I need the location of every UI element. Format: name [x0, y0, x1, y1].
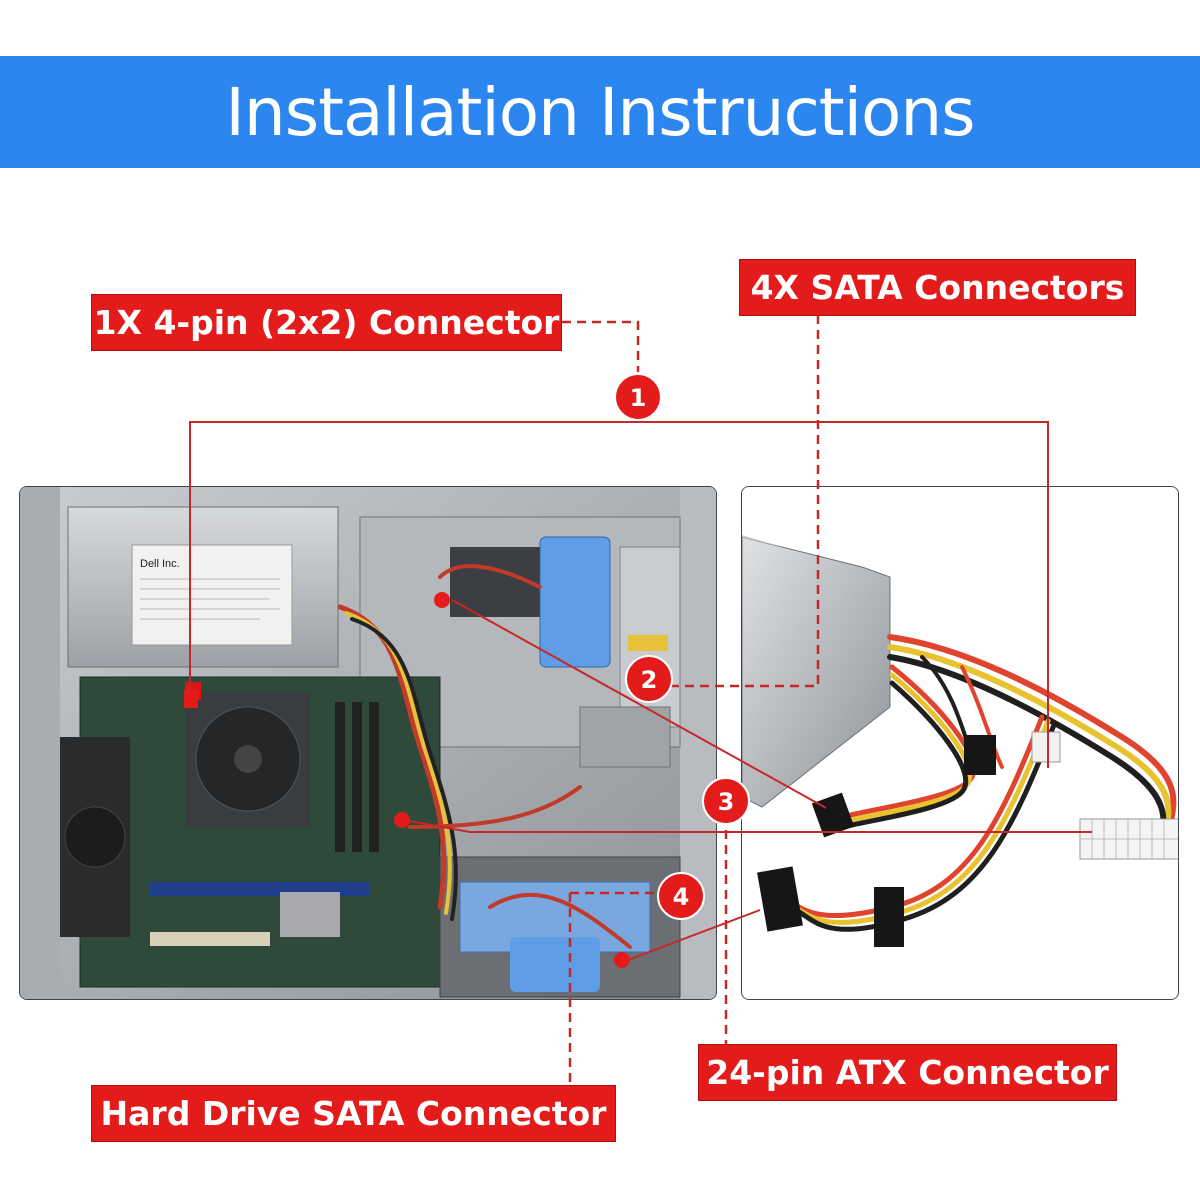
label-atx-connector: 24-pin ATX Connector: [698, 1044, 1117, 1101]
badge-1: 1: [614, 373, 662, 421]
atx-24pin-connector: [1079, 818, 1178, 860]
rear-fan: [60, 737, 130, 937]
motherboard: [79, 676, 441, 988]
label-hdd-sata-connector: Hard Drive SATA Connector: [91, 1085, 616, 1142]
badge-1-number: 1: [630, 384, 647, 412]
pc-interior-photo: Dell Inc.: [19, 486, 717, 1000]
label-sata-connectors: 4X SATA Connectors: [739, 259, 1136, 316]
header-banner: Installation Instructions: [0, 56, 1200, 168]
psu-cable-photo: [741, 486, 1179, 1000]
page-title: Installation Instructions: [225, 73, 975, 151]
hard-drive-cage: [439, 856, 681, 998]
psu-brand-text: Dell Inc.: [140, 558, 180, 570]
cpu-4pin-connector: [1031, 731, 1061, 763]
label-4pin-connector: 1X 4-pin (2x2) Connector: [91, 294, 562, 351]
badge-3-number: 3: [718, 788, 735, 816]
psu-unit: Dell Inc.: [67, 506, 339, 668]
